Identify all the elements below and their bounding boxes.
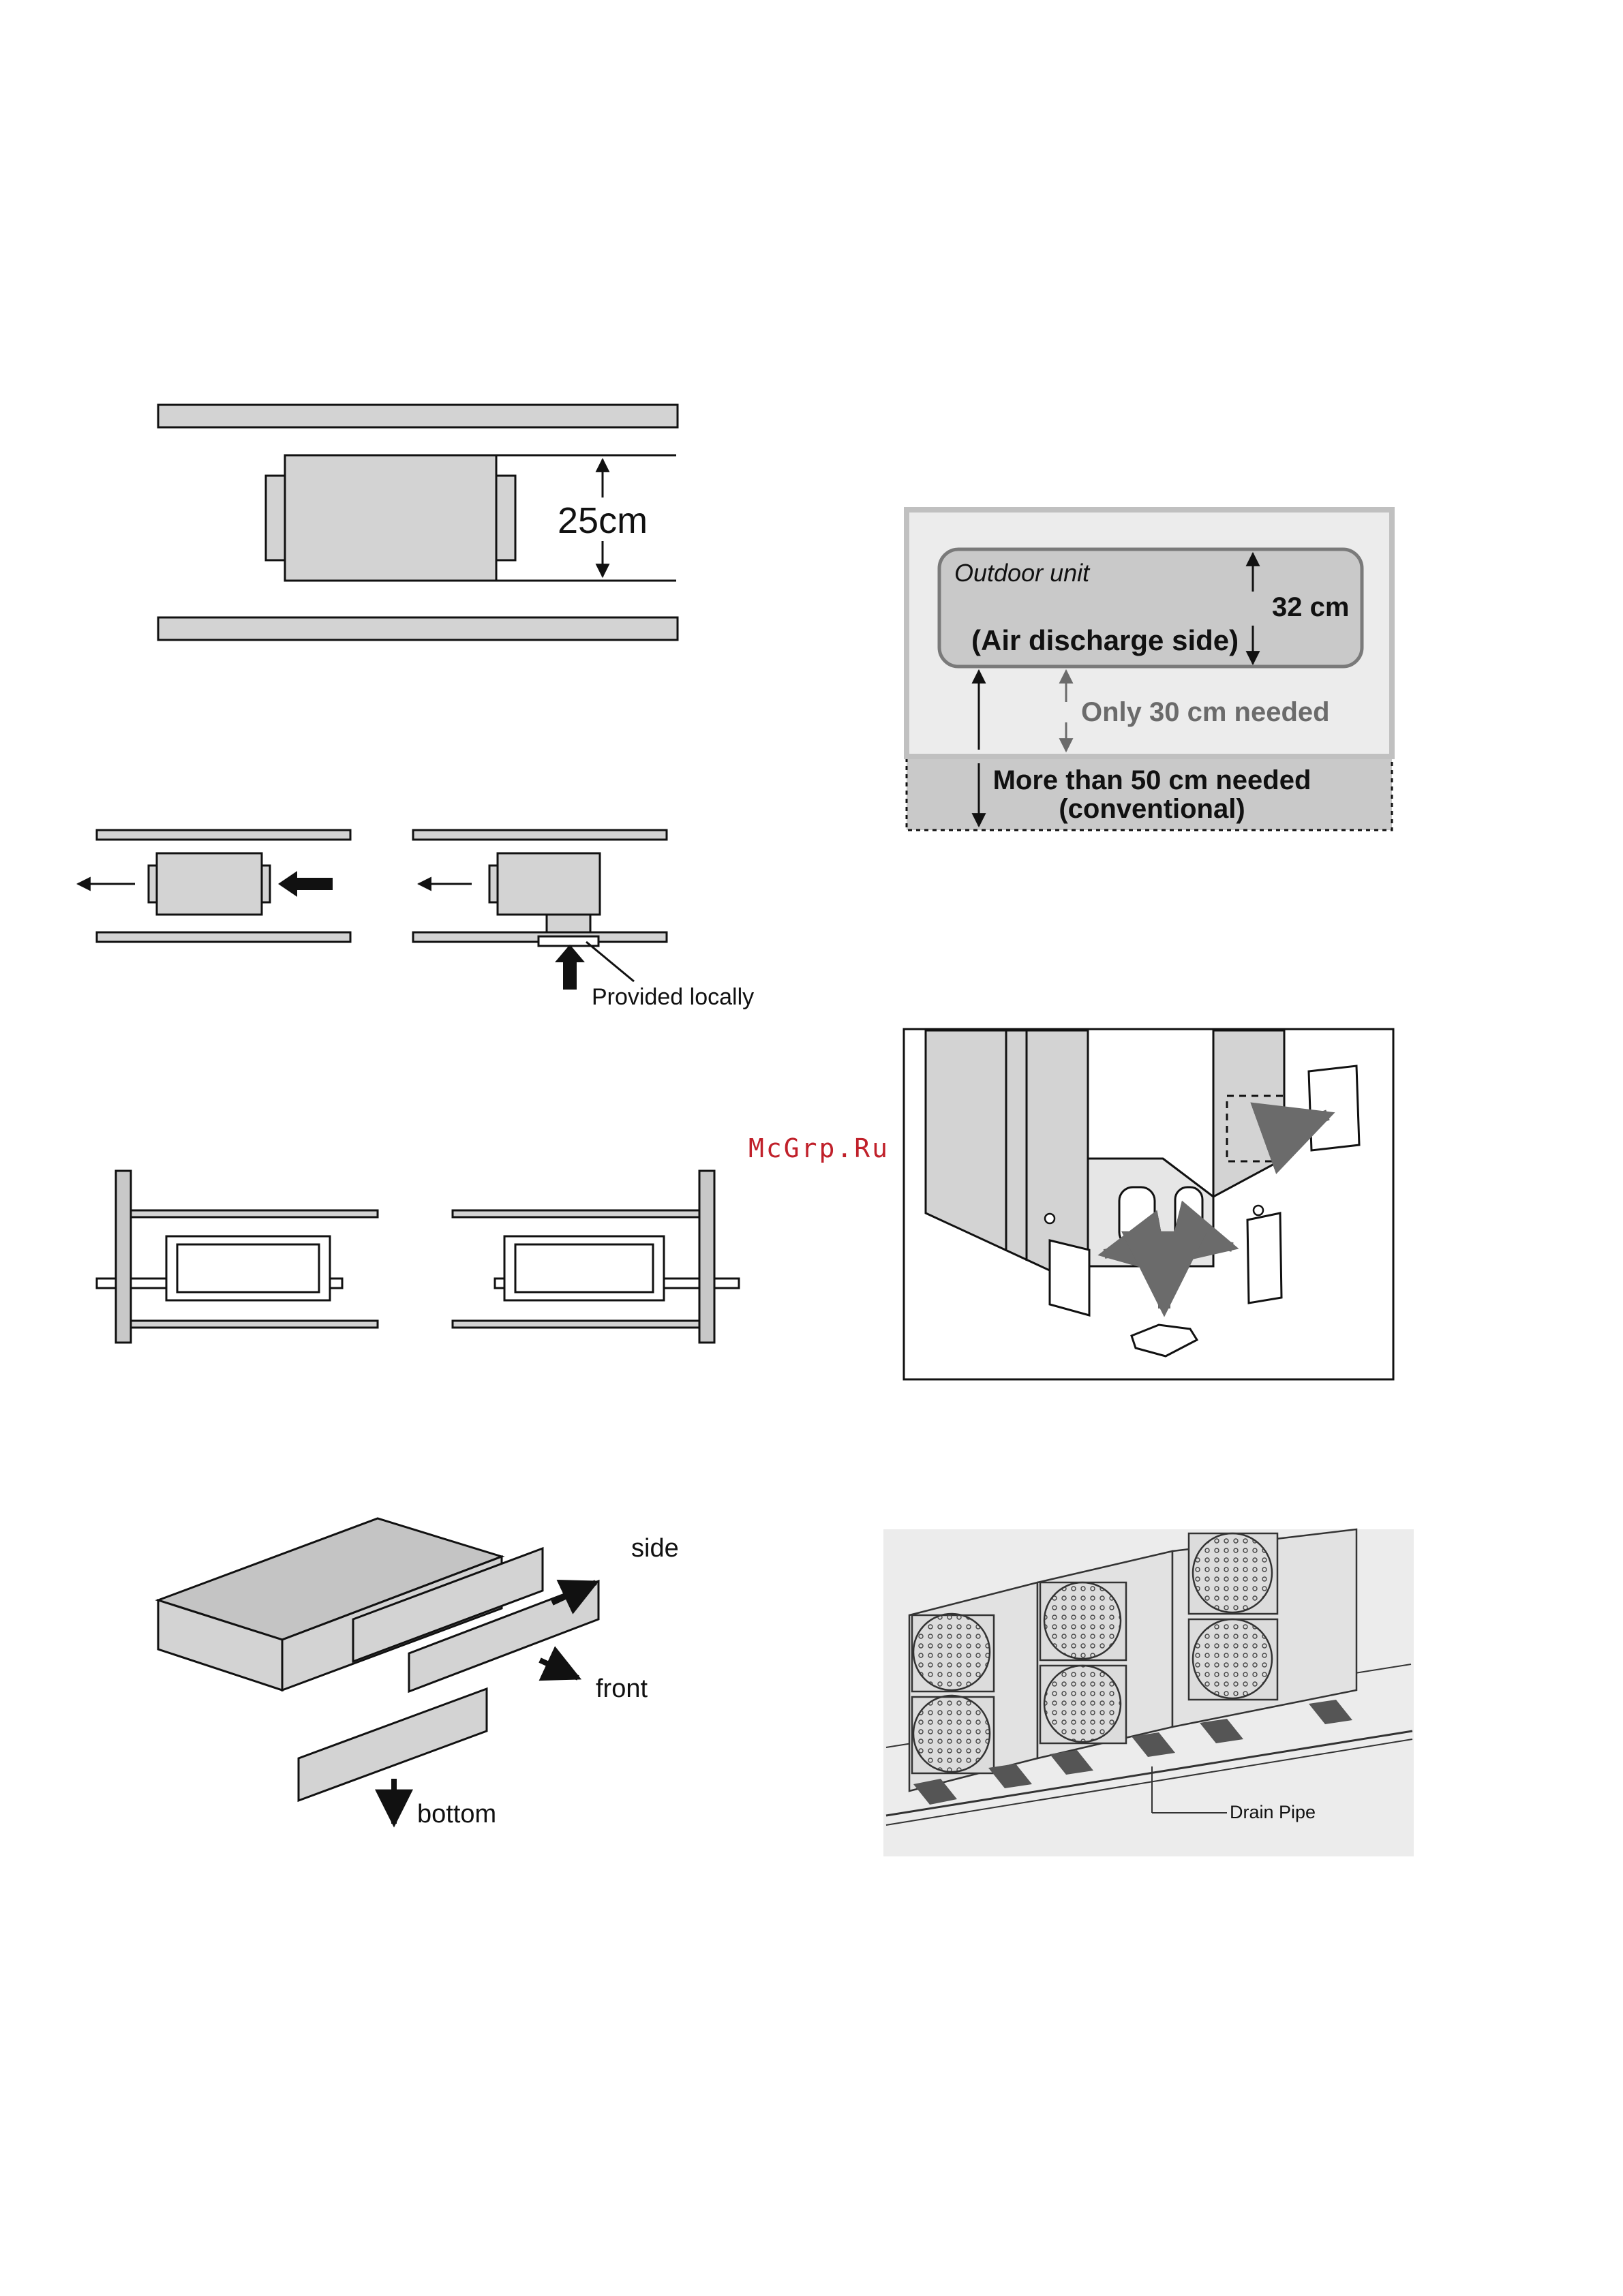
bottom-intake-arrow — [555, 945, 585, 990]
hanger-figure — [97, 1171, 739, 1343]
drain-pipe-label: Drain Pipe — [1230, 1802, 1316, 1822]
panel-removal-figure — [904, 1029, 1393, 1379]
side-label: side — [631, 1534, 679, 1563]
conventional-note: (conventional) — [1059, 794, 1245, 824]
ceiling-slab — [158, 405, 678, 427]
air-discharge-label: (Air discharge side) — [971, 624, 1239, 656]
bottom-label: bottom — [417, 1800, 496, 1828]
outdoor-unit-label: Outdoor unit — [954, 559, 1091, 587]
airflow-figure: Provided locally — [78, 830, 754, 1010]
side-cover — [1309, 1066, 1359, 1150]
fan-unit-right — [498, 853, 600, 915]
unit-flange-left — [266, 476, 285, 560]
outdoor-unit-2 — [1037, 1551, 1172, 1758]
front-label: front — [596, 1674, 648, 1703]
floor-slab — [158, 617, 678, 640]
dimension-label: 25cm — [558, 500, 648, 541]
unit-flange-right — [496, 476, 515, 560]
height-label: 32 cm — [1272, 592, 1349, 622]
new-clearance-label: Only 30 cm needed — [1081, 697, 1330, 727]
duct-panels-figure: side front bottom — [158, 1518, 679, 1828]
conventional-clearance-label: More than 50 cm needed — [993, 765, 1311, 795]
fan-unit-left — [157, 853, 262, 915]
outdoor-space-figure: Outdoor unit (Air discharge side) 32 cm … — [907, 510, 1392, 830]
intake-arrow — [278, 871, 333, 897]
watermark: McGrp.Ru — [748, 1133, 890, 1163]
drain-pipe-figure: Drain Pipe — [883, 1529, 1414, 1856]
unit-body — [285, 455, 496, 581]
provided-locally-callout: Provided locally — [592, 984, 754, 1010]
outdoor-unit-1 — [909, 1582, 1037, 1791]
clearance-figure: 25cm — [158, 405, 678, 640]
